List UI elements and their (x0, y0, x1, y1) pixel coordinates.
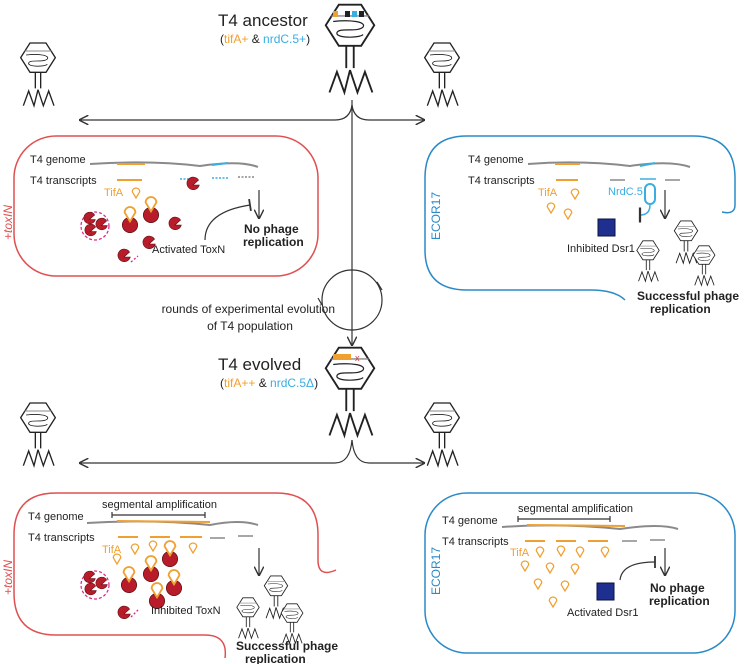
svg-text:No phage: No phage (244, 222, 299, 236)
svg-text:T4 transcripts: T4 transcripts (468, 175, 535, 187)
svg-text:No phage: No phage (650, 581, 705, 595)
evolved-genotype: (tifA++ & nrdC.5Δ) (220, 376, 318, 390)
svg-text:replication: replication (649, 594, 710, 608)
panel-ancestor-ecor17: ECOR17 T4 genome T4 transcripts TifA Nrd… (423, 42, 739, 316)
toxin-cell (13, 135, 319, 277)
host-label: ECOR17 (429, 192, 443, 240)
svg-text:ECOR17: ECOR17 (429, 547, 443, 595)
panel-evolved-toxin: +toxIN segmental amplification T4 genome… (1, 402, 338, 664)
svg-text:TifA: TifA (510, 547, 530, 559)
amplification-label: segmental amplification (102, 499, 217, 511)
ecor-cell (424, 135, 736, 301)
svg-text:T4 genome: T4 genome (442, 515, 498, 527)
arrow-to-ecor-evolved (351, 439, 424, 463)
phage-icon (19, 42, 57, 107)
svg-text:replication: replication (245, 652, 306, 664)
svg-text:Inhibited Dsr1: Inhibited Dsr1 (567, 243, 635, 255)
panel-evolved-ecor17: ECOR17 segmental amplification T4 genome… (423, 402, 736, 654)
transcripts-label: T4 transcripts (30, 175, 97, 187)
svg-text:Inhibited ToxN: Inhibited ToxN (151, 605, 221, 617)
svg-text:Activated Dsr1: Activated Dsr1 (567, 607, 639, 619)
svg-text:segmental amplification: segmental amplification (518, 503, 633, 515)
svg-text:TifA: TifA (538, 187, 558, 199)
toxn-label: Activated ToxN (152, 244, 225, 256)
evolved-header: T4 evolved (tifA++ & nrdC.5Δ) (218, 355, 318, 390)
host-label: +toxIN (1, 205, 15, 240)
evolved-phage: x (324, 346, 376, 437)
svg-text:T4 transcripts: T4 transcripts (28, 532, 95, 544)
arrow-to-ecor (351, 104, 424, 120)
svg-text:of T4 population: of T4 population (207, 319, 293, 333)
svg-text:TifA: TifA (102, 544, 122, 556)
ancestor-title: T4 ancestor (218, 11, 308, 30)
svg-text:x: x (355, 353, 360, 363)
evolution-cycle: rounds of experimental evolution of T4 p… (162, 269, 383, 333)
svg-text:replication: replication (243, 235, 304, 249)
svg-text:T4 transcripts: T4 transcripts (442, 536, 509, 548)
phage-icon (423, 42, 461, 107)
arrow-to-toxin-evolved (80, 439, 353, 463)
genome-label: T4 genome (30, 154, 86, 166)
svg-text:replication: replication (650, 302, 711, 316)
evolved-title: T4 evolved (218, 355, 301, 374)
svg-text:NrdC.5: NrdC.5 (608, 186, 643, 198)
arrow-to-toxin (80, 104, 353, 120)
ancestor-header: T4 ancestor (tifA+ & nrdC.5+) (218, 11, 310, 46)
svg-text:+toxIN: +toxIN (1, 560, 15, 595)
ancestor-genotype: (tifA+ & nrdC.5+) (220, 32, 310, 46)
cycle-label: rounds of experimental evolution (162, 302, 335, 316)
panel-ancestor-toxin: +toxIN T4 genome T4 transcripts TifA Act… (1, 42, 319, 277)
svg-text:Successful phage: Successful phage (637, 289, 739, 303)
svg-text:T4 genome: T4 genome (468, 154, 524, 166)
svg-text:T4 genome: T4 genome (28, 511, 84, 523)
svg-text:Successful phage: Successful phage (236, 639, 338, 653)
tifa-label: TifA (104, 187, 124, 199)
ancestor-phage (324, 3, 376, 94)
